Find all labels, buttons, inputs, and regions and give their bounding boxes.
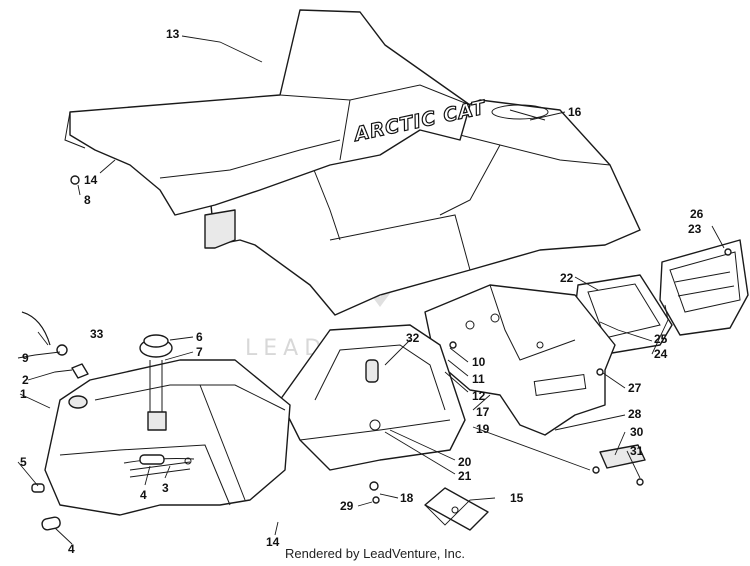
callout-31: 31: [630, 444, 644, 458]
callout-11: 11: [472, 372, 485, 386]
callout-23: 23: [688, 222, 702, 236]
callout-18: 18: [400, 491, 414, 505]
callout-7: 7: [196, 345, 203, 359]
callout-17: 17: [476, 405, 490, 419]
vent-hose-part[interactable]: [21, 311, 89, 379]
callout-26: 26: [690, 207, 704, 221]
reflector-30-part[interactable]: [599, 444, 646, 469]
fuel-cap-part[interactable]: [139, 334, 173, 431]
fastener-hardware[interactable]: [70, 175, 732, 504]
callout-20: 20: [458, 455, 472, 469]
callout-30: 30: [630, 425, 644, 439]
callout-29: 29: [340, 499, 354, 513]
callout-22: 22: [560, 271, 574, 285]
rear-bracket-part[interactable]: [424, 284, 616, 436]
callout-33: 33: [90, 327, 104, 341]
callout-5: 5: [20, 455, 27, 469]
top-cover-part[interactable]: ARCTIC CAT: [64, 9, 489, 249]
callout-13: 13: [166, 27, 180, 41]
callout-2: 2: [22, 373, 29, 387]
callout-labels: 13 16 14 8 26 23 22 33 9 2 1 6 7 32 10 1…: [20, 27, 704, 556]
callout-12: 12: [472, 389, 486, 403]
plate-15-part[interactable]: [424, 487, 489, 531]
callout-10: 10: [472, 355, 486, 369]
callout-4: 4: [140, 488, 147, 502]
callout-8: 8: [84, 193, 91, 207]
fuel-line-part[interactable]: [31, 454, 195, 531]
footer-credit: Rendered by LeadVenture, Inc.: [285, 546, 465, 561]
callout-16: 16: [568, 105, 582, 119]
callout-32: 32: [406, 331, 420, 345]
leader-lines: [17, 35, 725, 545]
callout-28: 28: [628, 407, 642, 421]
callout-14: 14: [84, 173, 98, 187]
seat-base-part[interactable]: [279, 324, 466, 471]
callout-9: 9: [22, 351, 29, 365]
callout-6: 6: [196, 330, 203, 344]
callout-3: 3: [162, 481, 169, 495]
taillight-lens-part[interactable]: [659, 239, 749, 336]
callout-24: 24: [654, 347, 668, 361]
callout-25: 25: [654, 332, 668, 346]
callout-4b: 4: [68, 542, 75, 556]
callout-1: 1: [20, 387, 27, 401]
callout-15: 15: [510, 491, 524, 505]
callout-14b: 14: [266, 535, 280, 549]
callout-27: 27: [628, 381, 642, 395]
fuel-tank-part[interactable]: [44, 359, 291, 516]
callout-21: 21: [458, 469, 472, 483]
callout-19: 19: [476, 422, 490, 436]
